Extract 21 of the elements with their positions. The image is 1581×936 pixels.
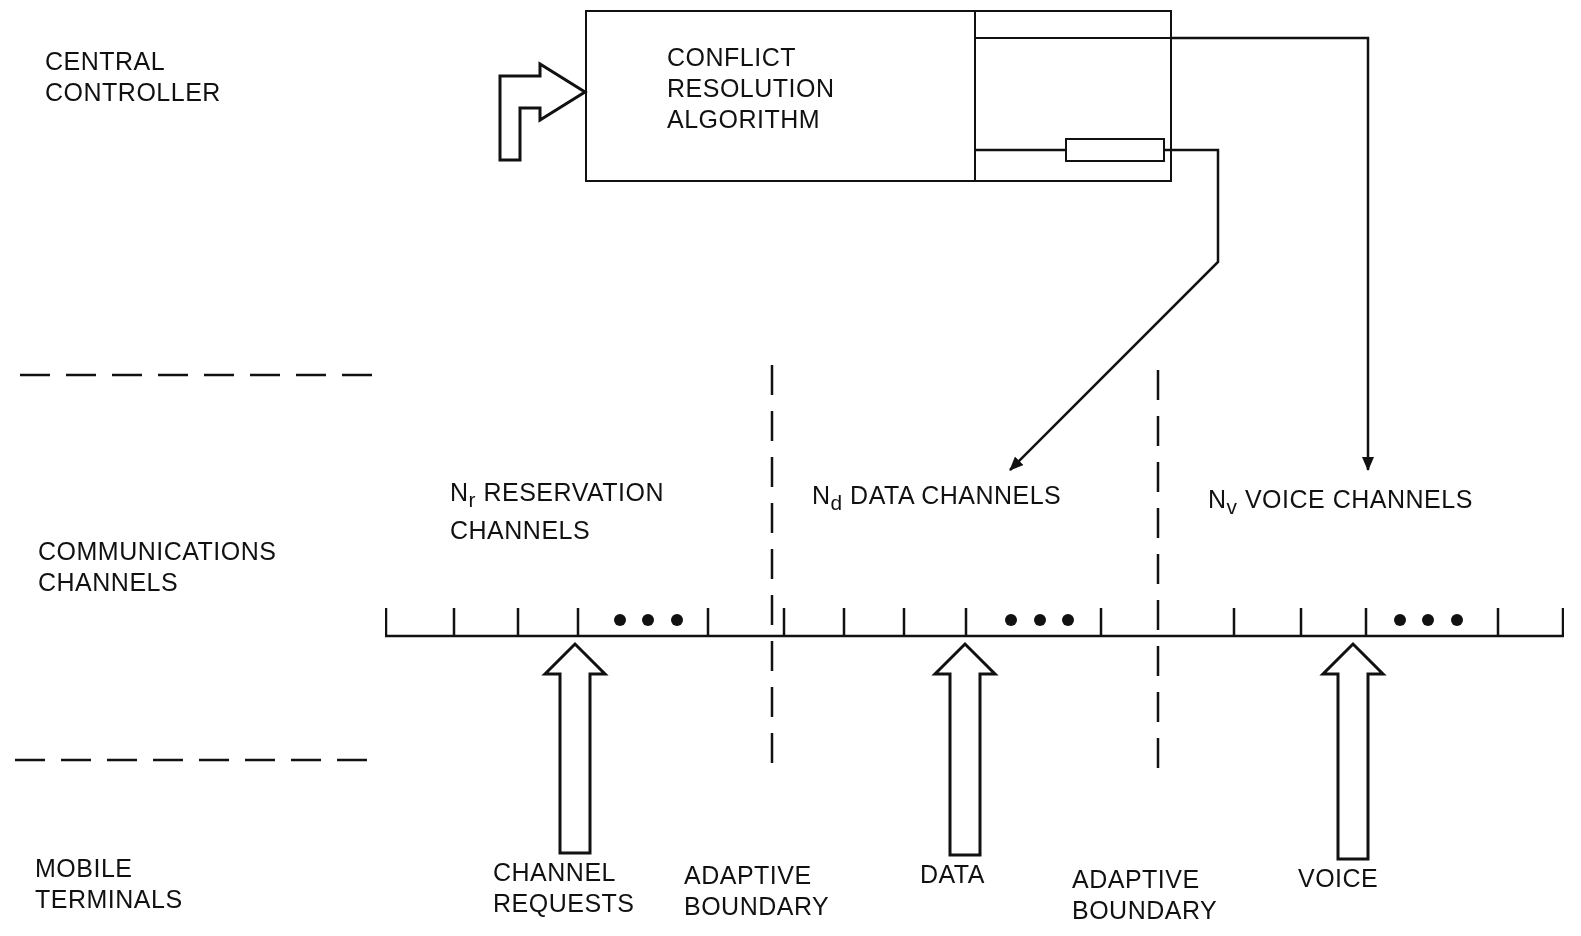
block-arrow bbox=[498, 61, 588, 162]
terminal-label: DATA bbox=[920, 859, 1010, 893]
section-label: ADAPTIVE BOUNDARY bbox=[684, 860, 831, 922]
arrow bbox=[1009, 148, 1220, 471]
section-label: COMMUNICATIONS CHANNELS bbox=[38, 536, 278, 598]
channel-label: N$_{d}$ DATA CHANNELS bbox=[812, 480, 1063, 516]
box-label: CONFLICT RESOLUTION ALGORITHM bbox=[667, 42, 836, 135]
queue-buffer bbox=[1065, 138, 1165, 162]
channel-label: N$_{r}$ RESERVATION CHANNELS bbox=[450, 477, 665, 546]
section-label: CENTRAL CONTROLLER bbox=[45, 46, 222, 108]
terminal-label: CHANNEL REQUESTS bbox=[493, 857, 653, 921]
section-label: MOBILE TERMINALS bbox=[35, 853, 184, 915]
block-arrow bbox=[931, 641, 999, 857]
terminal-label: VOICE bbox=[1298, 863, 1408, 897]
connector-line bbox=[976, 148, 1065, 152]
section-label: ADAPTIVE BOUNDARY bbox=[1072, 864, 1219, 926]
channel-label: N$_{v}$ VOICE CHANNELS bbox=[1208, 484, 1474, 520]
block-arrow bbox=[1319, 641, 1387, 861]
arrow bbox=[1172, 36, 1374, 471]
algorithm-box bbox=[585, 10, 1172, 182]
block-arrow bbox=[541, 641, 609, 855]
